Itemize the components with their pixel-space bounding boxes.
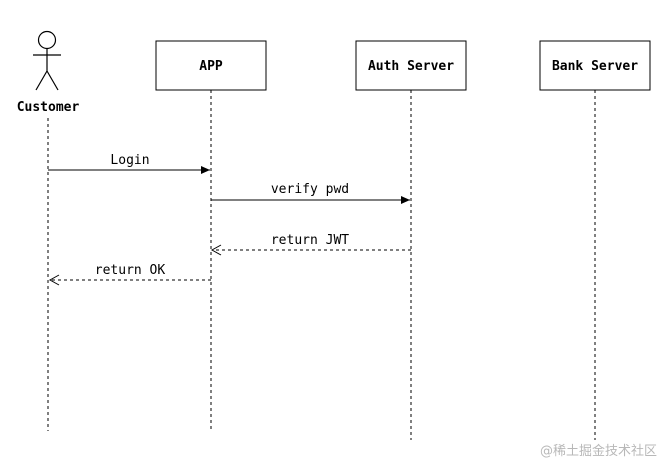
participant-auth-server-label: Auth Server — [368, 59, 454, 74]
participant-customer-label: Customer — [17, 100, 80, 115]
message-return-ok-label: return OK — [95, 263, 166, 278]
participant-auth-server-box — [355, 40, 467, 91]
participant-bank-server-box — [539, 40, 651, 91]
participant-bank-server: Bank Server — [539, 40, 651, 91]
watermark-text: @稀土掘金技术社区 — [540, 443, 657, 459]
message-verify-pwd: verify pwd — [211, 182, 410, 204]
message-return-jwt: return JWT — [210, 233, 411, 256]
participant-app-box — [155, 40, 267, 91]
participant-app-label: APP — [199, 59, 223, 74]
participant-auth-server: Auth Server — [355, 40, 467, 91]
participant-bank-server-label: Bank Server — [552, 59, 638, 74]
message-login: Login — [48, 153, 210, 174]
message-return-jwt-label: return JWT — [271, 233, 349, 248]
participant-customer: Customer — [17, 30, 80, 115]
message-return-ok: return OK — [48, 263, 211, 286]
message-verify-pwd-label: verify pwd — [271, 182, 349, 197]
message-login-label: Login — [110, 153, 149, 168]
participant-app: APP — [155, 40, 267, 91]
stick-figure-icon — [33, 30, 61, 91]
